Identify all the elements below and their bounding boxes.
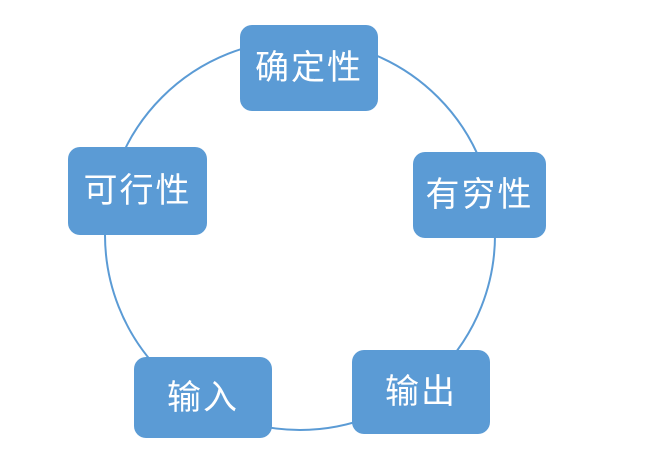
cycle-node-queding[interactable]: 确定性	[240, 25, 378, 111]
cycle-node-shuru[interactable]: 输入	[134, 357, 272, 438]
cycle-node-label: 输入	[167, 377, 239, 418]
cycle-node-label: 可行性	[83, 171, 192, 211]
cycle-node-label: 输出	[385, 372, 457, 412]
cycle-node-kexing[interactable]: 可行性	[68, 147, 207, 235]
cycle-node-youqiong[interactable]: 有穷性	[413, 152, 546, 238]
cycle-node-label: 确定性	[255, 48, 363, 88]
cycle-node-shuchu[interactable]: 输出	[352, 350, 490, 434]
cycle-node-label: 有穷性	[425, 175, 534, 215]
